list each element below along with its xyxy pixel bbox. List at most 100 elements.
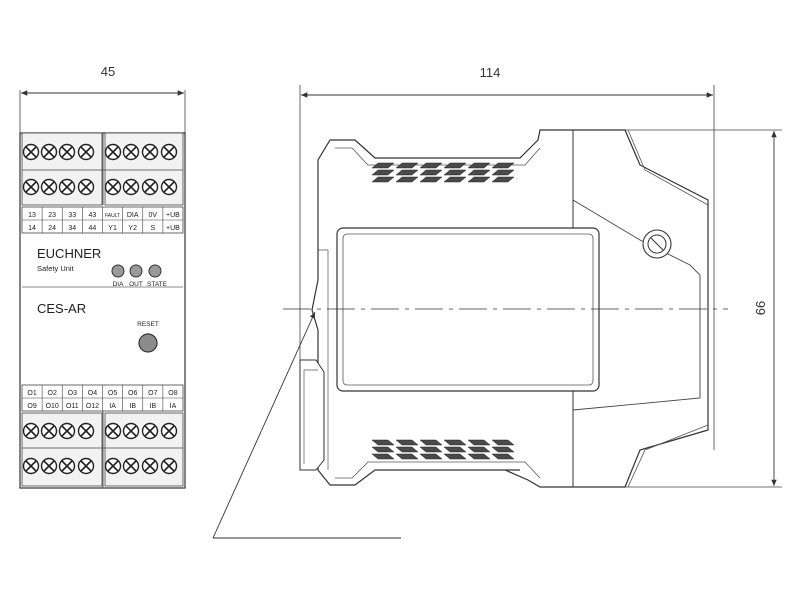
top-terminal-screw[interactable]: [122, 143, 140, 161]
vent-fin: [395, 176, 419, 183]
led-state: [148, 264, 162, 278]
top-terminal-screw[interactable]: [58, 178, 76, 196]
bottom-terminal-screw[interactable]: [122, 457, 140, 475]
top-terminal-label: 34: [68, 225, 76, 232]
bottom-terminal-label: IB: [150, 403, 157, 410]
vent-fin: [371, 169, 395, 176]
bottom-terminal-label: O7: [148, 390, 157, 397]
vent-fin: [371, 439, 395, 446]
height-value: 99: [753, 301, 768, 315]
top-terminal-screw[interactable]: [104, 143, 122, 161]
vent-fin: [395, 453, 419, 460]
top-terminal-screw[interactable]: [40, 178, 58, 196]
brand-label: EUCHNER: [37, 246, 101, 261]
bottom-terminal-label: O2: [48, 390, 57, 397]
vent-fin: [395, 439, 419, 446]
vent-fin: [371, 176, 395, 183]
vent-fin: [419, 176, 443, 183]
vent-fin: [419, 446, 443, 453]
bottom-terminal-screw[interactable]: [58, 422, 76, 440]
bottom-terminal-label: O11: [66, 403, 79, 410]
bottom-terminal-screw[interactable]: [104, 422, 122, 440]
vent-fin: [467, 453, 491, 460]
bottom-terminal-screw[interactable]: [40, 422, 58, 440]
top-terminal-screw[interactable]: [104, 178, 122, 196]
label-window: [336, 227, 600, 392]
top-terminal-label: 33: [68, 212, 76, 219]
vent-fin: [419, 453, 443, 460]
bottom-terminal-label: O10: [46, 403, 59, 410]
top-terminal-label: 43: [89, 212, 97, 219]
vent-fin: [419, 169, 443, 176]
bottom-terminal-label: O3: [68, 390, 77, 397]
led-state-label: STATE: [147, 281, 168, 288]
vent-fin: [443, 162, 467, 169]
bottom-terminal-screw[interactable]: [141, 457, 159, 475]
model-label: CES-AR: [37, 301, 86, 316]
bottom-terminal-label: O9: [27, 403, 36, 410]
bottom-terminal-screw[interactable]: [160, 422, 178, 440]
vent-fin: [371, 453, 395, 460]
top-terminal-screw[interactable]: [77, 143, 95, 161]
vent-slots-bottom: [371, 439, 515, 460]
bottom-terminal-block: [21, 412, 184, 487]
front-view: 45 1314232433344344FAULTY1DIAY20VS+UB+UB…: [19, 64, 186, 489]
top-terminal-screw[interactable]: [141, 143, 159, 161]
bottom-terminal-label: O4: [88, 390, 97, 397]
top-terminal-label: Y1: [108, 225, 117, 232]
bottom-terminal-label: O1: [27, 390, 36, 397]
top-terminal-screw[interactable]: [160, 178, 178, 196]
top-terminal-screw[interactable]: [122, 178, 140, 196]
bottom-terminal-label: IA: [109, 403, 116, 410]
top-terminal-screw[interactable]: [22, 178, 40, 196]
top-terminal-label: 23: [48, 212, 56, 219]
top-terminal-label: 14: [28, 225, 36, 232]
vent-fin: [467, 169, 491, 176]
bottom-terminal-screw[interactable]: [40, 457, 58, 475]
side-view: 114 99: [212, 65, 782, 539]
bottom-terminal-screw[interactable]: [104, 457, 122, 475]
bottom-terminal-screw[interactable]: [22, 422, 40, 440]
vent-fin: [443, 453, 467, 460]
top-terminal-label: Y2: [128, 225, 137, 232]
vent-fin: [395, 169, 419, 176]
top-terminal-label: 24: [48, 225, 56, 232]
top-terminal-screw[interactable]: [77, 178, 95, 196]
bottom-terminal-label: O12: [86, 403, 99, 410]
bottom-terminal-label: O8: [168, 390, 177, 397]
top-terminal-screw[interactable]: [40, 143, 58, 161]
vent-fin: [491, 162, 515, 169]
bottom-terminal-screw[interactable]: [122, 422, 140, 440]
reset-label: RESET: [137, 321, 159, 328]
bottom-terminal-screw[interactable]: [77, 422, 95, 440]
leader-line: [212, 311, 401, 539]
vent-fin: [467, 439, 491, 446]
top-terminal-block: [21, 132, 184, 206]
vent-fin: [371, 446, 395, 453]
led-out: [129, 264, 143, 278]
width-dimension: 45: [19, 64, 186, 135]
top-terminal-label: 44: [89, 225, 97, 232]
bottom-terminal-screw[interactable]: [22, 457, 40, 475]
vent-fin: [491, 439, 515, 446]
reset-button[interactable]: [138, 333, 158, 353]
subtitle-label: Safety Unit: [37, 264, 75, 273]
vent-fin: [443, 176, 467, 183]
top-terminal-screw[interactable]: [58, 143, 76, 161]
top-terminal-screw[interactable]: [22, 143, 40, 161]
bottom-terminal-label: O6: [128, 390, 137, 397]
vent-slots-top: [371, 162, 515, 183]
vent-fin: [395, 446, 419, 453]
bottom-terminal-screw[interactable]: [160, 457, 178, 475]
bottom-terminal-screw[interactable]: [58, 457, 76, 475]
bottom-terminal-screw[interactable]: [77, 457, 95, 475]
top-terminal-label: DIA: [127, 212, 139, 219]
top-terminal-screw[interactable]: [141, 178, 159, 196]
top-terminal-screw[interactable]: [160, 143, 178, 161]
vent-fin: [491, 453, 515, 460]
bottom-terminal-screw[interactable]: [141, 422, 159, 440]
led-dia-label: DIA: [113, 281, 125, 288]
vent-fin: [443, 169, 467, 176]
